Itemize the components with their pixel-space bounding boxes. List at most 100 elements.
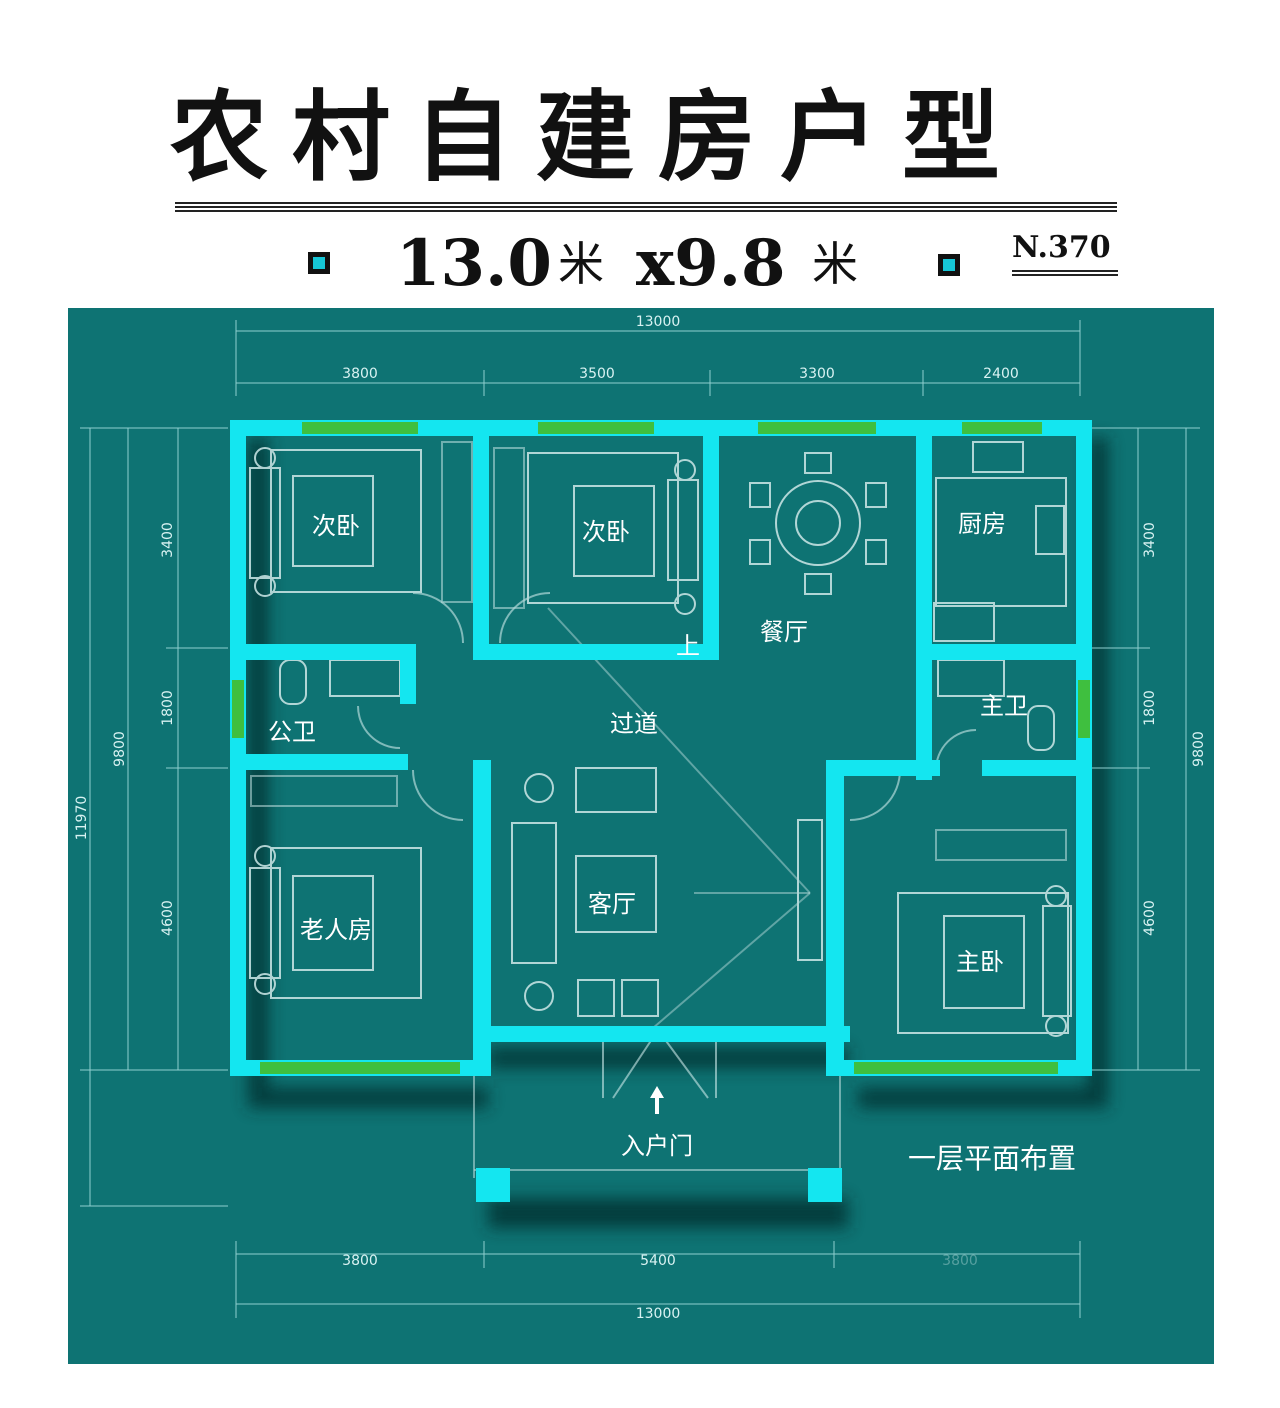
top-total-dim: 13000: [636, 314, 681, 330]
top-dim-1: 3800: [342, 366, 378, 382]
bullet-square-right: [938, 254, 960, 276]
lamp-icon: [1045, 885, 1067, 907]
bed-outline: [527, 452, 679, 604]
top-dim-4: 2400: [983, 366, 1019, 382]
floor-plan: 13000 3800 3500 3300 2400 3800 5400 3800…: [68, 308, 1214, 1364]
bed-cover: [292, 875, 374, 971]
window: [260, 1062, 460, 1074]
wall-living-bottom: [476, 1026, 850, 1042]
dining-table: [775, 480, 861, 566]
room-label-bedroom-2b: 次卧: [582, 518, 630, 546]
wall-elder-right: [473, 760, 491, 1076]
kitchen-counter: [935, 477, 1067, 607]
window: [302, 422, 418, 434]
page-title: 农村自建房户型: [170, 80, 1025, 195]
sofa-left: [511, 822, 557, 964]
side-table-icon: [524, 981, 554, 1011]
room-label-living: 客厅: [588, 890, 636, 918]
table-center: [795, 500, 841, 546]
chair: [865, 482, 887, 508]
wall-bed-right: [703, 420, 719, 660]
window: [1078, 680, 1090, 738]
room-label-kitchen: 厨房: [958, 510, 1006, 538]
chair: [865, 539, 887, 565]
room-label-master-wc: 主卫: [980, 692, 1028, 720]
plan-code-underline: [1012, 270, 1118, 272]
window: [538, 422, 654, 434]
bottom-dim-3: 3800: [942, 1253, 978, 1269]
title-underline-2: [175, 206, 1117, 208]
bottom-total-dim: 13000: [636, 1306, 681, 1322]
bed-outline: [897, 892, 1069, 1034]
plan-code: N.370: [1012, 230, 1111, 265]
wall-mwc-bottom: [982, 760, 1076, 776]
fridge: [933, 602, 995, 642]
right-dim-3: 4600: [1142, 900, 1158, 936]
coffee-table: [575, 855, 657, 933]
bed-cover: [292, 475, 374, 567]
title-underline: [175, 202, 1117, 204]
top-dim-3: 3300: [799, 366, 835, 382]
left-outer-total: 11970: [74, 796, 90, 841]
top-dim-2: 3500: [579, 366, 615, 382]
lamp-icon: [674, 459, 696, 481]
wall-master-left: [826, 760, 844, 1076]
left-dim-2: 1800: [160, 690, 176, 726]
door-swing: [412, 592, 464, 644]
sightline: [652, 892, 811, 1029]
dimension-times: x9.8: [636, 226, 786, 301]
window: [962, 422, 1042, 434]
right-total: 9800: [1191, 731, 1207, 767]
bottom-dim-2: 5400: [640, 1253, 676, 1269]
wardrobe: [935, 829, 1067, 861]
dimension-lines: [80, 320, 1200, 1318]
wall-left: [230, 420, 246, 1076]
chair: [804, 452, 832, 474]
bed-outline: [270, 847, 422, 999]
wardrobe: [250, 775, 398, 807]
wall-bed-divider: [473, 420, 489, 660]
plan-code-underline-2: [1012, 274, 1118, 276]
porch-column-right: [808, 1168, 842, 1202]
room-label-elder: 老人房: [300, 916, 372, 944]
window: [854, 1062, 1058, 1074]
wall-kitchen-left: [916, 420, 932, 780]
toilet: [1027, 705, 1055, 751]
room-label-bedroom-2a: 次卧: [312, 512, 360, 540]
side-table-icon: [524, 773, 554, 803]
dimension-main: 13.0: [396, 226, 552, 301]
tv-cabinet: [797, 819, 823, 961]
door-swing: [849, 769, 901, 821]
door-swing: [357, 705, 401, 749]
wall-kitchen-bottom: [932, 644, 1076, 660]
room-label-public-wc: 公卫: [268, 718, 316, 746]
dimension-unit-1: 米: [558, 237, 604, 291]
windows: [232, 422, 1090, 1074]
room-label-master-bedroom: 主卧: [956, 948, 1004, 976]
bed-outline: [270, 449, 422, 593]
room-label-corridor: 过道: [610, 710, 658, 738]
porch-column-left: [476, 1168, 510, 1202]
lamp-icon: [1045, 1015, 1067, 1037]
wall-wc-right: [400, 644, 416, 704]
right-dim-1: 3400: [1142, 522, 1158, 558]
wall-top: [230, 420, 1092, 436]
entrance-label: 入户门: [621, 1132, 693, 1160]
wardrobe: [493, 447, 525, 609]
lamp-icon: [254, 845, 276, 867]
sofa-top: [575, 767, 657, 813]
stove: [1035, 505, 1065, 555]
window: [232, 680, 244, 738]
chair: [749, 482, 771, 508]
left-dim-1: 3400: [160, 522, 176, 558]
door-swing: [412, 769, 464, 821]
headboard: [249, 867, 281, 979]
chair: [804, 573, 832, 595]
wall-bed-bottom: [473, 644, 719, 660]
entrance-arrow-icon: [650, 1086, 664, 1114]
stairs-up-label: 上: [676, 632, 700, 660]
floor-caption: 一层平面布置: [908, 1142, 1076, 1175]
wall-wc-bottom: [246, 754, 408, 770]
wall-right: [1076, 420, 1092, 1076]
room-labels: 次卧 次卧 餐厅 上 厨房 公卫 过道 主卫 客厅 老人房 主卧 入户门 一层平…: [268, 510, 1076, 1175]
